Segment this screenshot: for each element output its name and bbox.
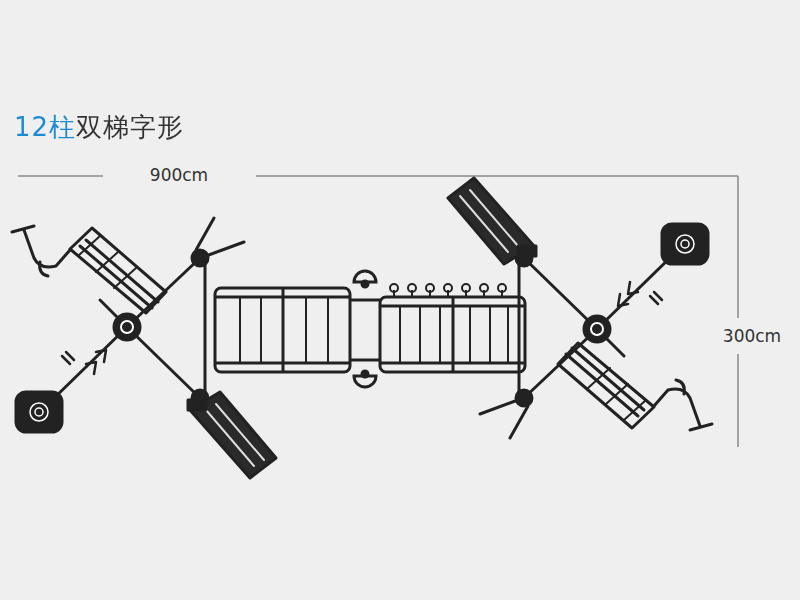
title: 12柱双梯字形 — [14, 110, 184, 145]
ladder-right — [380, 284, 525, 372]
dimension-label: 900cm — [146, 164, 212, 186]
dimension-label: 300cm — [719, 325, 785, 347]
dimension-lines — [18, 176, 738, 447]
ladder-left — [215, 288, 350, 372]
fitness-station — [12, 218, 276, 478]
joint-connectors — [350, 271, 380, 387]
